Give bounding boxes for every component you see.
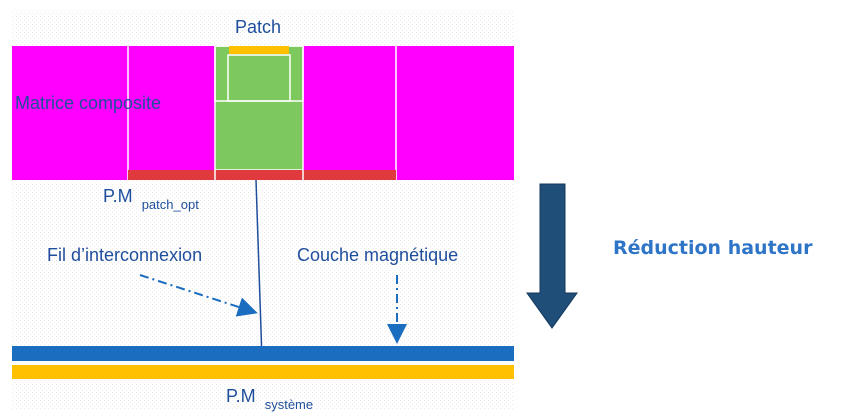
fil-interconnexion-label: Fil d’interconnexion bbox=[47, 245, 202, 265]
red-electrode-left bbox=[128, 170, 215, 180]
matrice-composite-label: Matrice composite bbox=[15, 93, 161, 113]
patch-label: Patch bbox=[235, 17, 281, 37]
substrate-layer bbox=[12, 365, 514, 379]
reduction-hauteur-label: Réduction hauteur bbox=[613, 237, 813, 259]
pm-systeme-main: P.M bbox=[226, 386, 256, 406]
pm-systeme-sub: système bbox=[265, 397, 313, 412]
patch-block bbox=[214, 45, 304, 171]
magnetic-layer bbox=[12, 346, 514, 361]
red-electrode-center bbox=[215, 170, 303, 180]
pm-patch-sub: patch_opt bbox=[142, 197, 199, 212]
pm-patch-opt-label: P.M patch_opt bbox=[103, 186, 199, 212]
red-electrode-right bbox=[303, 170, 396, 180]
patch-inner-column bbox=[227, 54, 291, 102]
couche-magnetique-label: Couche magnétique bbox=[297, 245, 458, 265]
pm-patch-main: P.M bbox=[103, 186, 133, 206]
reduction-arrow-icon bbox=[526, 183, 578, 329]
patch-orange-cap bbox=[229, 46, 289, 54]
pm-systeme-label: P.M système bbox=[226, 386, 313, 412]
interconnect-wire bbox=[255, 179, 263, 361]
fil-pointer-arrow bbox=[139, 274, 258, 317]
